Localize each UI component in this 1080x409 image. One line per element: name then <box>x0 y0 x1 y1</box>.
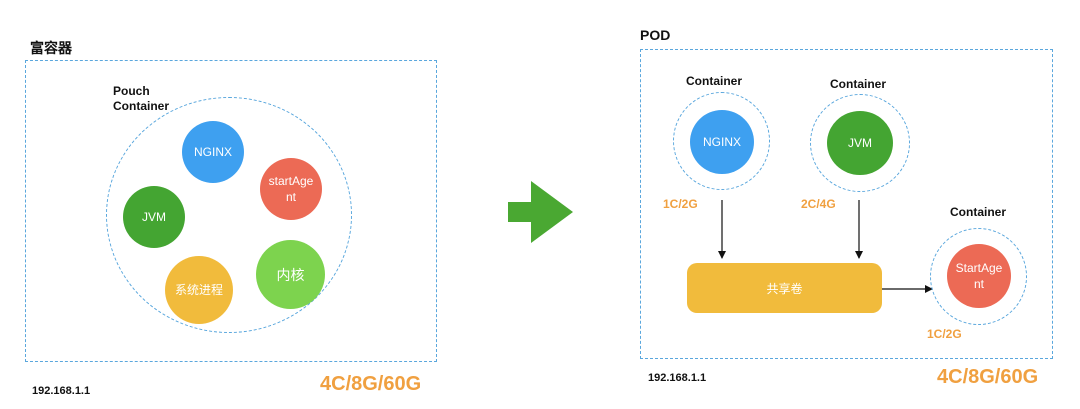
process-startagent: startAgent <box>260 158 322 220</box>
container-jvm-circle: JVM <box>827 111 893 175</box>
container-startagent-label: Container <box>950 205 1007 219</box>
right-ip-address: 192.168.1.1 <box>648 372 707 384</box>
pod-title: POD <box>640 27 671 43</box>
container-startagent-resource: 1C/2G <box>927 327 962 341</box>
process-nginx: NGINX <box>182 121 244 183</box>
container-nginx-label: Container <box>686 74 743 88</box>
pouch-container-ring <box>106 97 352 333</box>
pod-box <box>640 49 1053 359</box>
container-jvm-label: Container <box>830 77 887 91</box>
container-nginx-ring <box>673 92 770 190</box>
pouch-container-label-line2: Container <box>113 99 170 113</box>
container-jvm-resource: 2C/4G <box>801 197 836 211</box>
process-jvm: JVM <box>123 186 185 248</box>
process-kernel: 内核 <box>256 240 325 309</box>
left-resource-spec: 4C/8G/60G <box>320 373 422 395</box>
container-nginx-circle: NGINX <box>690 110 754 174</box>
container-nginx-resource: 1C/2G <box>663 197 698 211</box>
rich-container-box <box>25 60 437 362</box>
pouch-container-label: Pouch Container <box>113 84 169 114</box>
left-ip-address: 192.168.1.1 <box>32 385 91 397</box>
container-startagent-circle: StartAgent <box>947 244 1011 308</box>
right-resource-spec: 4C/8G/60G <box>937 366 1039 388</box>
container-startagent-ring <box>930 228 1027 325</box>
rich-container-title: 富容器 <box>30 40 72 56</box>
shared-volume: 共享卷 <box>687 263 882 313</box>
process-system: 系统进程 <box>165 256 233 324</box>
container-jvm-ring <box>810 94 910 192</box>
transition-arrow <box>508 181 573 243</box>
pouch-container-label-line1: Pouch <box>113 84 150 98</box>
